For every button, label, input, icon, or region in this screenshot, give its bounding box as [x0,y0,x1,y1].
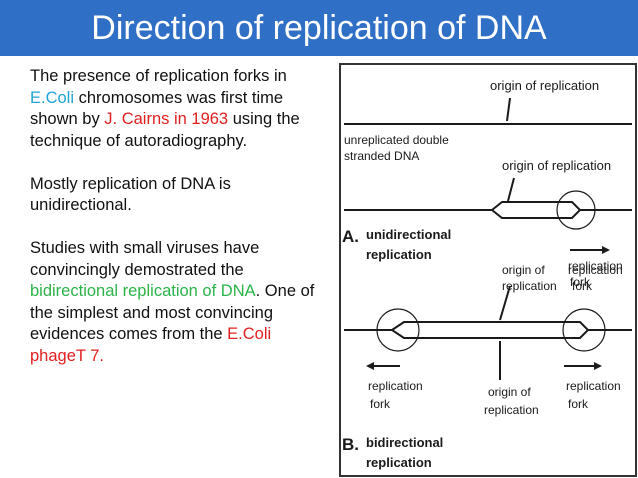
p1-segment: chromosomes was first time shown by [30,88,284,129]
label-origin-top: origin of replication [490,78,599,93]
label-fork-b-top-2: fork [572,279,593,293]
slide-title: Direction of replication of DNA [91,9,547,47]
label-a-2: replication [366,247,432,262]
label-fork-left-1: replication [368,379,423,393]
diagram-frame [339,63,637,477]
label-b-2: replication [366,455,432,470]
arrowhead-a [602,246,610,254]
label-b-letter: B. [342,435,359,454]
arrowhead-b-right [594,362,602,370]
origin-pointer-b-top [499,285,511,321]
label-origin-b-1: origin of [502,263,545,277]
p1-segment: The presence of replication forks in [30,67,287,85]
p1-segment: using the technique of autoradiography. [30,110,300,150]
p1-segment: J. Cairns in 1963 [104,110,229,128]
p3-segment: . [255,282,261,300]
title-bar: Direction of replication of DNA [0,0,638,56]
paragraph-unidirectional: Mostly replication of DNA is unidirectio… [30,174,231,215]
replication-bubble-a [490,201,582,219]
p3-segment: E.Coli phageT 7. [30,325,272,365]
label-origin-a: origin of replication [502,158,611,173]
label-fork-left-2: fork [370,397,391,411]
origin-pointer-a [507,177,515,202]
p3-segment: One of the simplest and most convincing … [30,282,315,343]
p1-segment: E.Coli [30,88,75,107]
label-fork-a-2: fork [570,275,591,289]
label-b-1: bidirectional [366,435,443,450]
body-text: The presence of replication forks in E.C… [30,66,330,367]
paragraph-replication-forks: The presence of replication forks in E.C… [30,66,330,152]
label-origin-b-low-1: origin of [488,385,531,399]
label-a-1: unidirectional [366,227,451,242]
label-unreplicated-1: unreplicated double [344,133,449,147]
fork-circle-b-right [562,308,606,352]
label-fork-a-1: replication [568,259,623,273]
label-unreplicated-2: stranded DNA [344,149,419,163]
p3-segment: bidirectional replication of DNA [30,282,256,300]
paragraph-bidirectional: Studies with small viruses have convinci… [30,238,330,367]
label-fork-right-1: replication [566,379,621,393]
label-fork-b-top-1: replication [568,263,623,277]
fork-circle-b-left [376,308,420,352]
label-fork-right-2: fork [568,397,589,411]
label-a-letter: A. [342,227,359,246]
label-origin-b-2: replication [502,279,557,293]
replication-diagram-svg: origin of replication unreplicated doubl… [339,63,637,477]
origin-pointer-line [506,97,511,122]
replication-bubble-b [390,321,590,339]
arrowhead-b-left [366,362,374,370]
label-origin-b-low-2: replication [484,403,539,417]
replication-diagram: origin of replication unreplicated doubl… [332,58,638,478]
p3-segment: Studies with small viruses have convinci… [30,239,260,279]
fork-circle-a [556,190,596,230]
